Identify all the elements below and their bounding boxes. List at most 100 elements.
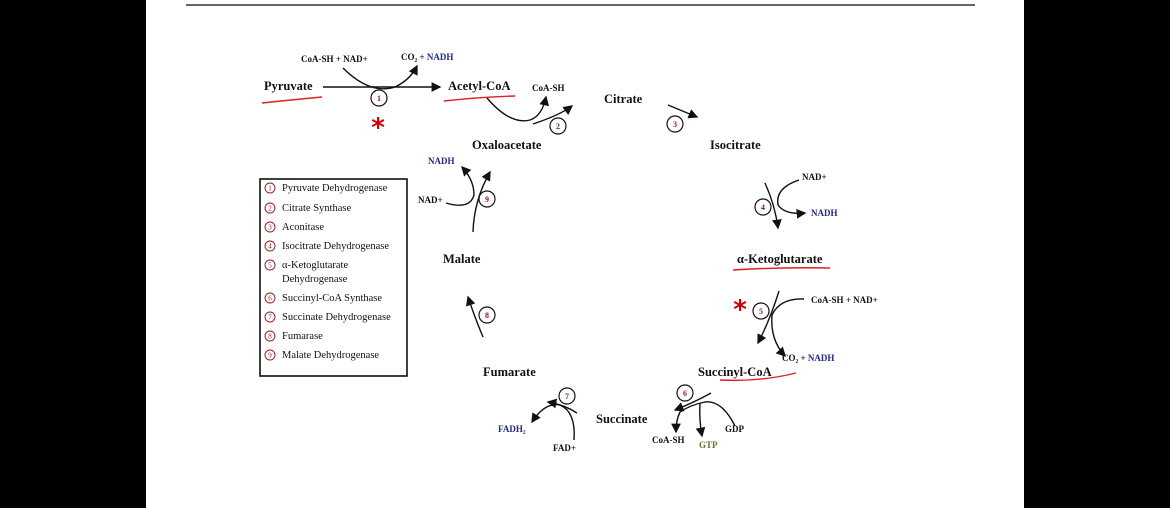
legend-number-circle (264, 349, 276, 361)
legend-number-circle (264, 311, 276, 323)
underline-akg (732, 267, 831, 271)
metabolite-pyruvate: Pyruvate (264, 79, 313, 93)
cofactor-gtp: GTP (699, 440, 718, 450)
cofactor-coa-nad: CoA-SH + NAD+ (301, 54, 368, 64)
legend-item: 6 Succinyl-CoA Synthase (264, 292, 382, 304)
step-circle-7 (558, 387, 576, 405)
legend-label-line2: Dehydrogenase (282, 274, 348, 285)
arrow-step-9 (472, 170, 491, 233)
metabolite-oxaloacetate: Oxaloacetate (472, 138, 542, 152)
arrow-cofactor-5 (771, 298, 805, 358)
legend-label: Citrate Synthase (282, 203, 351, 214)
legend-number: 5 (268, 262, 272, 270)
metabolite-fumarate: Fumarate (483, 365, 536, 379)
step-circle-2 (549, 117, 567, 135)
step-number-2: 2 (556, 122, 560, 131)
legend-number: 6 (268, 295, 272, 303)
step-circle-3 (666, 115, 684, 133)
step-circle-6 (676, 384, 694, 402)
legend-number: 7 (268, 314, 272, 322)
legend-number: 8 (268, 333, 272, 341)
legend-number-circle (264, 240, 276, 252)
cofactor-fad: FAD+ (553, 443, 576, 453)
arrow-step-6 (673, 392, 712, 412)
arrow-step-3 (667, 104, 699, 119)
arrow-cofactor-6 (671, 401, 736, 434)
cofactor-coa-nad-5: CoA-SH + NAD+ (811, 295, 878, 305)
arrow-cofactor-4 (776, 179, 807, 219)
step-number-8: 8 (485, 311, 489, 320)
legend-label: α-Ketoglutarate (282, 260, 348, 271)
arrow-gtp-6 (695, 402, 706, 438)
legend-box (259, 178, 408, 377)
cofactor-co2-nadh-5: CO₂ + NADH (782, 353, 834, 363)
legend-number-circle (264, 221, 276, 233)
step-number-1: 1 (377, 94, 381, 103)
legend-label: Isocitrate Dehydrogenase (282, 241, 389, 252)
metabolite-malate: Malate (443, 252, 481, 266)
cofactor-nadh-4: NADH (811, 208, 838, 218)
step-circle-4 (754, 198, 772, 216)
step-circle-1 (370, 89, 388, 107)
arrow-step-2 (532, 105, 574, 125)
metabolite-succinate: Succinate (596, 412, 648, 426)
legend-label: Malate Dehydrogenase (282, 350, 379, 361)
arrow-cofactor-7 (531, 403, 575, 441)
metabolite-alpha-ketoglutarate: α-Ketoglutarate (737, 252, 823, 266)
underline-succinyl-coa (719, 372, 797, 382)
step-circle-8 (478, 306, 496, 324)
cofactor-co2-nadh: CO₂ + NADH (401, 52, 453, 62)
legend-item: 1 Pyruvate Dehydrogenase (264, 182, 388, 194)
cofactor-nadh-9: NADH (428, 156, 455, 166)
metabolite-isocitrate: Isocitrate (710, 138, 761, 152)
legend-number-circle (264, 292, 276, 304)
legend-number: 2 (268, 205, 272, 213)
asterisk-regulated-1: * (371, 113, 385, 143)
legend-number-circle (264, 182, 276, 194)
cofactor-nad-9: NAD+ (418, 195, 443, 205)
arrow-cofactor-1 (342, 64, 418, 90)
metabolite-acetyl-coa: Acetyl-CoA (448, 79, 510, 93)
underline-pyruvate (261, 96, 323, 104)
underline-acetyl-coa (443, 95, 516, 102)
cofactor-gdp: GDP (725, 424, 745, 434)
legend-number: 9 (268, 352, 272, 360)
metabolite-succinyl-coa: Succinyl-CoA (698, 365, 772, 379)
step-number-6: 6 (683, 389, 687, 398)
legend-number-circle (264, 330, 276, 342)
asterisk-regulated-5: * (733, 295, 747, 325)
legend-label: Succinyl-CoA Synthase (282, 293, 382, 304)
step-number-7: 7 (565, 392, 569, 401)
legend-item: 3 Aconitase (264, 221, 324, 233)
step-circle-5 (752, 302, 770, 320)
legend-number-circle (264, 259, 276, 271)
legend-number: 4 (268, 243, 272, 251)
legend-number: 3 (268, 224, 272, 232)
arrow-step-8 (466, 295, 484, 338)
cofactor-fadh2: FADH₂ (498, 424, 526, 434)
legend-item: 4 Isocitrate Dehydrogenase (264, 240, 389, 252)
step-number-9: 9 (485, 195, 489, 204)
legend-label: Aconitase (282, 222, 324, 233)
legend-label: Succinate Dehydrogenase (282, 312, 391, 323)
cofactor-coa-sh: CoA-SH (532, 83, 565, 93)
legend-number: 1 (268, 185, 272, 193)
legend-item: 7 Succinate Dehydrogenase (264, 311, 391, 323)
cofactor-coa-sh-6: CoA-SH (652, 435, 685, 445)
arrow-step-5 (757, 290, 780, 345)
arrow-cofactor-9 (445, 165, 475, 206)
legend-label: Pyruvate Dehydrogenase (282, 183, 388, 194)
legend-item: 2 Citrate Synthase (264, 202, 351, 214)
cofactor-nad-4: NAD+ (802, 172, 827, 182)
arrow-cofactor-2 (486, 95, 550, 122)
arrow-step-4 (764, 182, 782, 230)
metabolite-citrate: Citrate (604, 92, 643, 106)
legend-number-circle (264, 202, 276, 214)
step-number-4: 4 (761, 203, 765, 212)
step-number-3: 3 (673, 120, 677, 129)
enzyme-legend: 1 Pyruvate Dehydrogenase 2 Citrate Synthase… (259, 178, 408, 377)
